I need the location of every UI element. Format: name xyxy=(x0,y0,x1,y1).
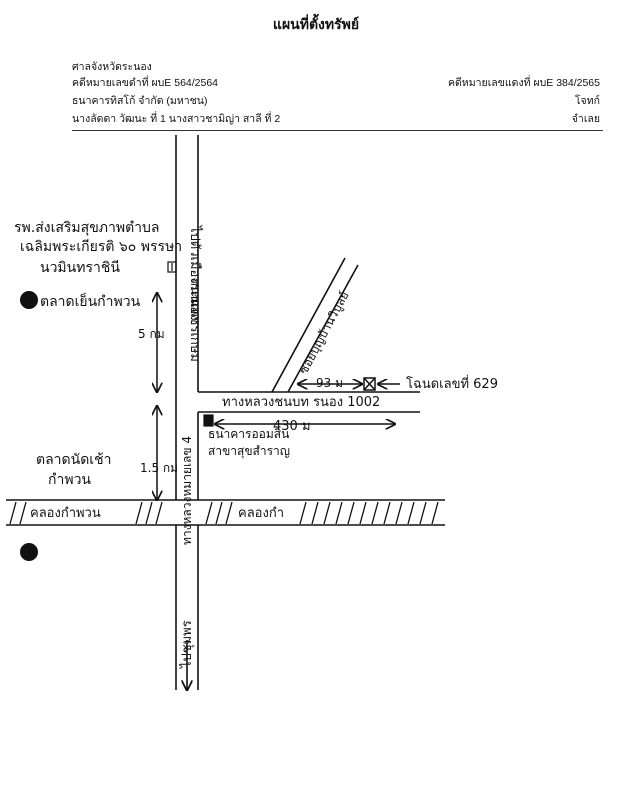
bank-icon xyxy=(203,414,214,427)
market-north-label: ตลาดเย็นกำพวน xyxy=(40,292,141,310)
hospital-icon xyxy=(167,261,177,273)
side-road xyxy=(198,391,420,413)
dist-side-label: 430 ม xyxy=(273,419,311,434)
defendant-names: นางลัดดา วัฒนะ ที่ 1 นางสาวชามิญ่า สาลี … xyxy=(72,113,281,125)
binder-hole-top xyxy=(20,291,38,309)
highway-label: ทางหลวงหมายเลข 4 xyxy=(180,436,194,545)
defendant-role: จำเลย xyxy=(571,113,600,125)
hospital-label-line3: นวมินทราชินี xyxy=(40,260,120,276)
canal xyxy=(6,499,445,526)
page-title: แผนที่ตั้งทรัพย์ xyxy=(272,16,360,32)
dist-north-label: 5 กม xyxy=(138,327,165,341)
plot-marker-icon xyxy=(363,377,376,391)
hospital-label-line2: เฉลิมพระเกียรติ ๖๐ พรรษา xyxy=(20,239,182,255)
main-road xyxy=(175,135,199,690)
binder-hole-bottom xyxy=(20,543,38,561)
hospital-label-line1: รพ.ส่งเสริมสุขภาพตำบล xyxy=(14,220,160,236)
bank-label-line1: ธนาคารออมสิน xyxy=(208,427,289,441)
canal-west-label: คลองกำพวน xyxy=(30,506,101,521)
plaintiff-name: ธนาคารทิสโก้ จำกัด (มหาชน) xyxy=(72,95,208,107)
market-south-label-line1: ตลาดนัดเช้า xyxy=(36,452,111,468)
south-direction-label: ไปชุมพร xyxy=(179,620,195,669)
plot-label: โฉนดเลขที่ 629 xyxy=(406,375,498,392)
side-road-label: ทางหลวงชนบท รนอง 1002 xyxy=(222,395,380,410)
canal-east-label: คลองกำ xyxy=(238,506,284,521)
main-road-label: ถนนเพชรเกษม xyxy=(187,278,202,362)
black-case-number: คดีหมายเลขดำที่ ผบE 564/2564 xyxy=(72,77,219,89)
header-divider xyxy=(72,130,603,131)
bank-label-line2: สาขาสุขสำราญ xyxy=(208,444,290,459)
dist-south-label: 1.5 กม xyxy=(140,461,178,475)
canal-hatching xyxy=(9,501,439,525)
plaintiff-role: โจทก์ xyxy=(574,95,600,107)
market-south-label-line2: กำพวน xyxy=(48,472,91,488)
dist-soi-label: 93 ม xyxy=(316,376,343,390)
north-direction-label: ไปตัวเมืองระนอง xyxy=(187,225,203,321)
court-name: ศาลจังหวัดระนอง xyxy=(72,61,152,73)
soi-road xyxy=(271,257,359,393)
red-case-number: คดีหมายเลขแดงที่ ผบE 384/2565 xyxy=(447,77,600,89)
